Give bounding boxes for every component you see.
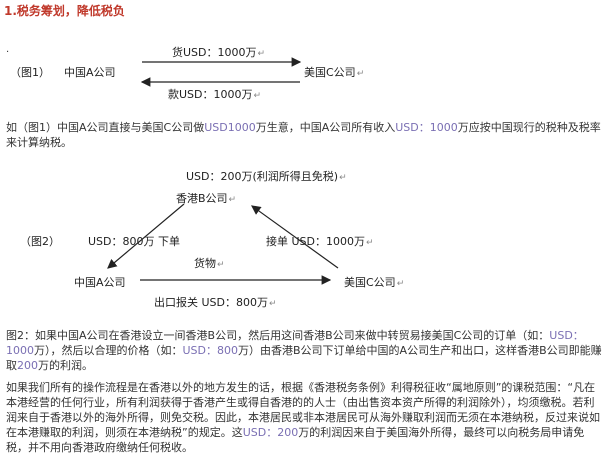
figure2-bottom-label: 出口报关 USD：800万↵ [154,294,277,310]
figure2-arrow-b-to-a [107,203,185,269]
paragraph-3-text: 万的利润因来自于美国海外所得，最终可以向税务局申请免税，并不用向香港政府缴纳任何… [6,426,585,454]
paragraph-1: 如（图1）中国A公司直接与美国C公司做USD1000万生意，中国A公司所有收入U… [6,120,602,150]
paragraph-2-amount: USD：1000 [6,329,584,357]
paragraph-2-text: 万）由香港B公司下订单给中国的A公司生产和出口，这样香港B公司即能赚取 [6,344,602,372]
figure2-right-party: 美国C公司↵ [344,274,404,290]
figure1-right-party: 美国C公司↵ [304,64,364,80]
figure1-label: （图1） [10,66,50,79]
figure1-bottom-arrow-label: 款USD：1000万↵ [168,86,261,102]
figure2-hk-party-text: 香港B公司 [176,192,228,205]
return-mark-icon: ↵ [253,91,262,101]
return-mark-icon: ↵ [339,173,347,183]
figure2-left-edge-label: USD：800万 下单 [88,235,180,248]
figure2-hk-party: 香港B公司↵ [176,190,236,206]
paragraph-1-text: 万生意，中国A公司所有收入 [255,121,396,134]
paragraph-2-amount: 200 [17,359,38,372]
figure2-arrow-c-to-b [251,205,339,269]
paragraph-2: 图2：如果中国A公司在香港设立一间香港B公司，然后用这间香港B公司来做中转贸易接… [6,328,602,373]
figure2-bottom-text: 出口报关 USD：800万 [154,296,268,309]
figure1-bottom-arrow-text: 款USD：1000万 [168,88,253,101]
paragraph-2-text: 万的利润。 [38,359,93,372]
return-mark-icon: ↵ [356,69,365,79]
figure2-left-party: 中国A公司 [74,276,126,289]
figure1-right-party-text: 美国C公司 [304,66,356,79]
return-mark-icon: ↵ [366,238,374,248]
figure2-goods-label: 货物↵ [194,255,225,271]
paragraph-1-amount: USD：1000 [395,121,458,134]
figure2-goods-text: 货物 [194,257,216,270]
stray-dot: . [6,44,10,55]
paragraph-2-text: 图2：如果中国A公司在香港设立一间香港B公司，然后用这间香港B公司来做中转贸易接… [6,329,550,342]
figure2-label: （图2） [20,235,60,248]
figure1-top-arrow-label: 货USD：1000万↵ [172,44,265,60]
figure1-left-party: 中国A公司 [64,66,116,79]
return-mark-icon: ↵ [269,299,277,309]
paragraph-3-text: 如果我们所有的操作流程是在香港以外的地方发生的话，根据《香港税务条例》利得税征收… [6,381,600,439]
return-mark-icon: ↵ [228,195,237,205]
figure2-top-note: USD：200万(利润所得且免税)↵ [186,168,347,184]
figure2-right-edge-text: 接单 USD：1000万 [266,235,365,248]
paragraph-2-amount: USD：800 [182,344,239,357]
return-mark-icon: ↵ [257,49,266,59]
paragraph-1-text: 万应按中国现行的税种及税率来计算纳税。 [6,121,601,149]
figure1-top-arrow-text: 货USD：1000万 [172,46,257,59]
figure2-top-note-text: USD：200万(利润所得且免税) [186,170,339,183]
page-title: 1.税务筹划，降低税负 [4,4,125,18]
paragraph-2-text: 万），然后以合理的价格（如： [34,344,183,357]
paragraph-1-amount: USD1000 [204,121,256,134]
figure2-right-edge-label: 接单 USD：1000万↵ [266,233,374,249]
figure2-right-party-text: 美国C公司 [344,276,396,289]
paragraph-3: 如果我们所有的操作流程是在香港以外的地方发生的话，根据《香港税务条例》利得税征收… [6,380,602,455]
return-mark-icon: ↵ [217,260,225,270]
return-mark-icon: ↵ [396,279,405,289]
paragraph-1-text: 如（图1）中国A公司直接与美国C公司做 [6,121,205,134]
paragraph-3-amount: USD：200 [242,426,299,439]
